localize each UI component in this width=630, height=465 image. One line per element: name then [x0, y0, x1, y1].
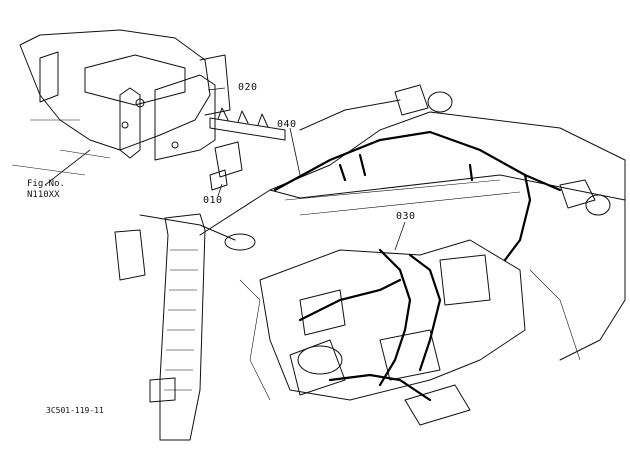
cab-interior: [239, 239, 581, 426]
cab-roof: [199, 99, 626, 361]
side-mirror: [114, 214, 256, 281]
exhaust-pipe: [149, 213, 206, 441]
callout-020: 020: [238, 82, 258, 93]
harness-clamp-020: [209, 107, 286, 141]
bracket-assembly: [11, 29, 231, 176]
leader-lines: [44, 87, 406, 251]
figure-reference-number: N110XX: [27, 190, 60, 200]
work-lights: [394, 84, 611, 216]
callout-030: 030: [396, 211, 416, 222]
drawing-code: 3C501-119-11: [46, 406, 104, 415]
figure-reference: Fig.No. N110XX: [27, 179, 65, 201]
callout-010: 010: [203, 195, 223, 206]
wiring-harness: [273, 130, 562, 402]
connector-010: [209, 141, 243, 191]
figure-reference-label: Fig.No.: [27, 179, 65, 189]
callout-040: 040: [277, 119, 297, 130]
